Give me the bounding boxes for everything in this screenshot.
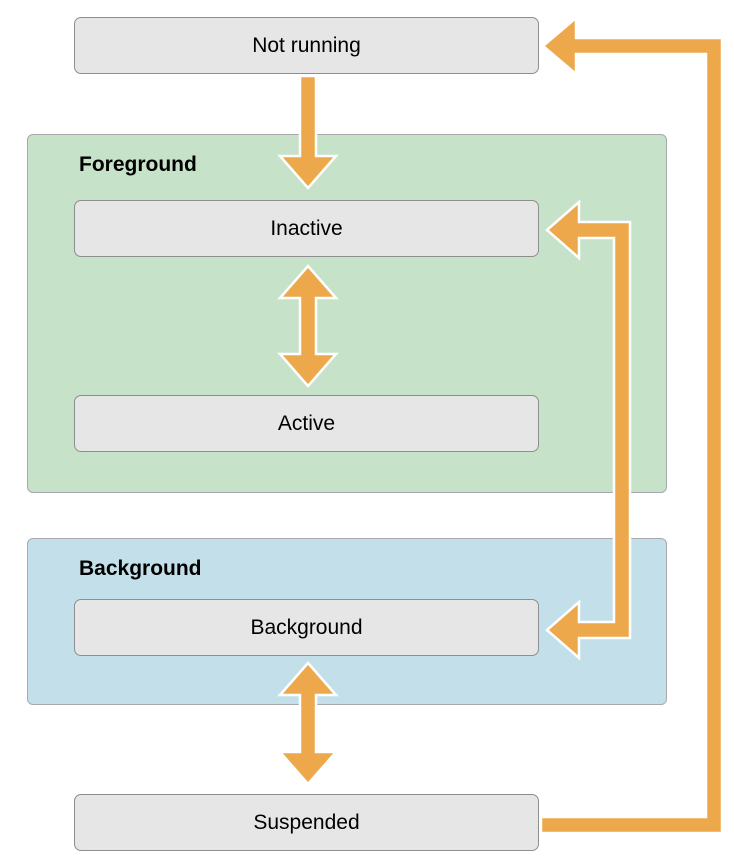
state-active: Active [74,395,539,452]
state-suspended-label: Suspended [253,810,360,834]
state-not-running: Not running [74,17,539,74]
state-background-label: Background [250,615,363,639]
state-not-running-label: Not running [252,33,361,57]
state-background: Background [74,599,539,656]
state-inactive: Inactive [74,200,539,257]
foreground-group-title: Foreground [79,153,197,176]
state-inactive-label: Inactive [270,216,343,240]
state-suspended: Suspended [74,794,539,851]
background-group-title: Background [79,557,202,580]
state-active-label: Active [277,411,336,435]
